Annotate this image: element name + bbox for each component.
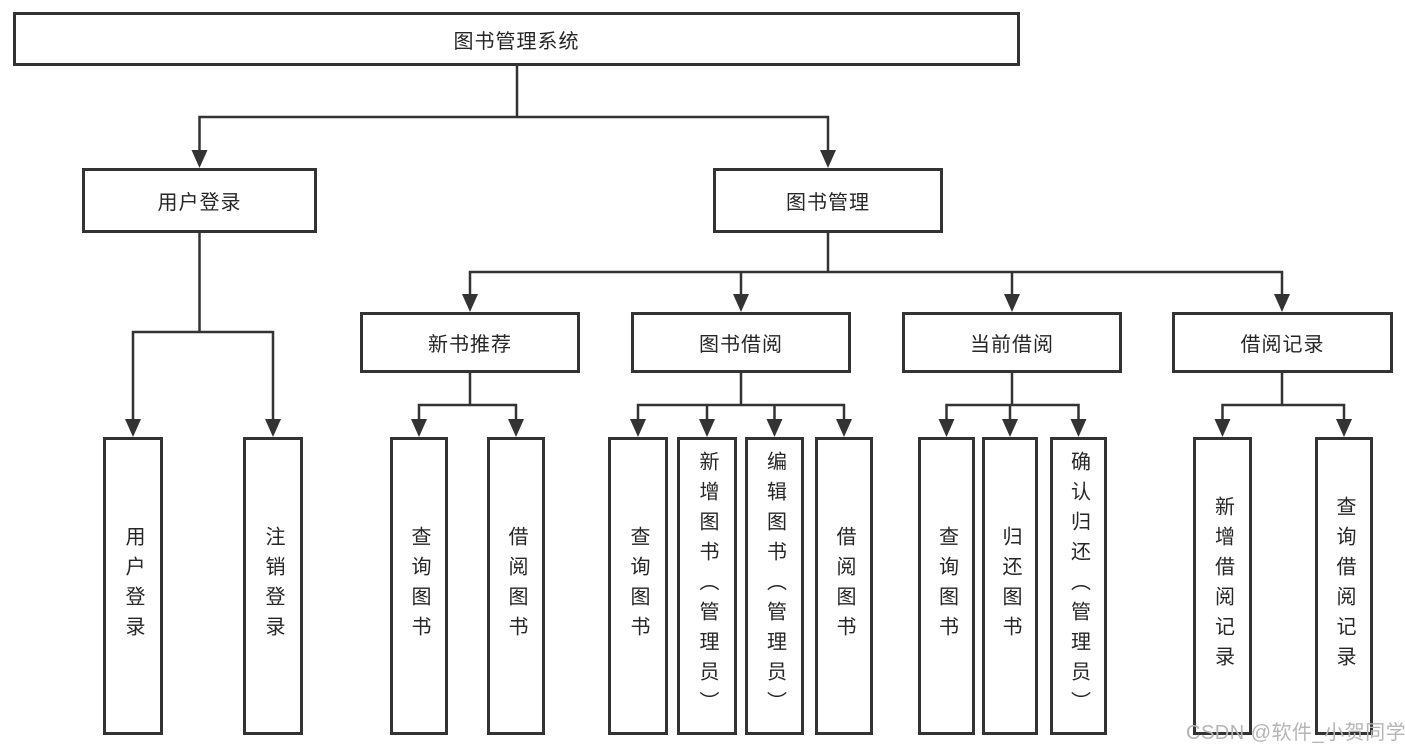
node-user-login-label: 用户登录 bbox=[157, 192, 242, 214]
leaf-logout-label: 注销登录 bbox=[262, 526, 284, 646]
leaf-query-book-2: 查询图书 bbox=[608, 437, 668, 735]
leaf-query-book-1: 查询图书 bbox=[390, 437, 448, 735]
arrowhead-leaf-return-book bbox=[1002, 419, 1018, 437]
leaf-add-book-label: 新增图书（管理员） bbox=[696, 451, 718, 721]
leaf-query-book-1-label: 查询图书 bbox=[408, 526, 430, 646]
arrowhead-leaf-query-book-2 bbox=[630, 419, 646, 437]
arrowhead-borrow-record bbox=[1274, 294, 1290, 312]
arrowhead-leaf-user-login bbox=[125, 419, 141, 437]
arrowhead-new-book bbox=[462, 294, 478, 312]
node-current-borrow: 当前借阅 bbox=[902, 312, 1122, 373]
leaf-borrow-book-2-label: 借阅图书 bbox=[833, 526, 855, 646]
leaf-return-book-label: 归还图书 bbox=[999, 526, 1021, 646]
node-root-label: 图书管理系统 bbox=[453, 30, 580, 53]
arrowhead-leaf-query-book-1 bbox=[411, 419, 427, 437]
node-borrow-record-label: 借阅记录 bbox=[1240, 334, 1325, 356]
node-book-borrow-label: 图书借阅 bbox=[699, 334, 783, 356]
leaf-edit-book-label: 编辑图书（管理员） bbox=[763, 451, 786, 721]
leaf-query-record: 查询借阅记录 bbox=[1315, 437, 1373, 735]
connector-book-mgmt-split bbox=[468, 231, 1284, 298]
leaf-confirm-return: 确认归还（管理员） bbox=[1050, 437, 1107, 735]
node-current-borrow-label: 当前借阅 bbox=[970, 334, 1054, 356]
leaf-user-login-label: 用户登录 bbox=[122, 526, 144, 646]
leaf-add-record-label: 新增借阅记录 bbox=[1211, 496, 1234, 676]
arrowhead-current-borrow bbox=[1004, 294, 1020, 312]
arrowhead-user-login bbox=[191, 150, 208, 168]
leaf-query-book-2-label: 查询图书 bbox=[627, 526, 649, 646]
arrowhead-leaf-add-book bbox=[699, 419, 715, 437]
connector-current-borrow-split bbox=[945, 371, 1080, 423]
connector-new-book-split bbox=[417, 371, 518, 423]
leaf-query-record-label: 查询借阅记录 bbox=[1333, 496, 1355, 676]
leaf-add-book: 新增图书（管理员） bbox=[677, 437, 737, 735]
leaf-add-record: 新增借阅记录 bbox=[1193, 437, 1252, 735]
arrowhead-leaf-query-record bbox=[1336, 419, 1352, 437]
arrowhead-leaf-logout bbox=[265, 419, 281, 437]
node-book-borrow: 图书借阅 bbox=[631, 312, 851, 373]
connector-book-borrow-split bbox=[636, 371, 846, 423]
connector-user-login-split bbox=[131, 231, 275, 423]
node-root: 图书管理系统 bbox=[13, 12, 1020, 66]
arrowhead-leaf-query-book-3 bbox=[938, 419, 955, 437]
leaf-logout: 注销登录 bbox=[243, 437, 303, 735]
leaf-query-book-3-label: 查询图书 bbox=[935, 526, 958, 646]
node-user-login: 用户登录 bbox=[82, 168, 317, 233]
leaf-borrow-book-2: 借阅图书 bbox=[815, 437, 873, 735]
connector-borrow-record-split bbox=[1221, 371, 1346, 423]
leaf-query-book-3: 查询图书 bbox=[918, 437, 975, 735]
node-book-mgmt: 图书管理 bbox=[713, 168, 943, 233]
node-borrow-record: 借阅记录 bbox=[1172, 312, 1393, 373]
arrowhead-leaf-borrow-book-1 bbox=[508, 419, 524, 437]
node-new-book-recommend: 新书推荐 bbox=[360, 312, 580, 373]
node-new-book-recommend-label: 新书推荐 bbox=[428, 334, 512, 356]
leaf-return-book: 归还图书 bbox=[982, 437, 1038, 735]
leaf-borrow-book-1: 借阅图书 bbox=[487, 437, 545, 735]
connector-root-split bbox=[198, 64, 830, 154]
arrowhead-book-mgmt bbox=[820, 150, 836, 168]
arrowhead-book-borrow bbox=[733, 294, 749, 312]
leaf-borrow-book-1-label: 借阅图书 bbox=[505, 526, 527, 646]
leaf-confirm-return-label: 确认归还（管理员） bbox=[1067, 451, 1090, 721]
arrowhead-leaf-borrow-book-2 bbox=[836, 419, 852, 437]
arrowhead-leaf-add-record bbox=[1214, 419, 1231, 437]
leaf-edit-book: 编辑图书（管理员） bbox=[745, 437, 804, 735]
arrowhead-leaf-confirm-return bbox=[1070, 419, 1087, 437]
arrowhead-leaf-edit-book bbox=[766, 419, 783, 437]
leaf-user-login: 用户登录 bbox=[103, 437, 163, 735]
node-book-mgmt-label: 图书管理 bbox=[786, 192, 870, 214]
watermark-text: CSDN @软件_小贺同学 bbox=[1186, 722, 1405, 744]
